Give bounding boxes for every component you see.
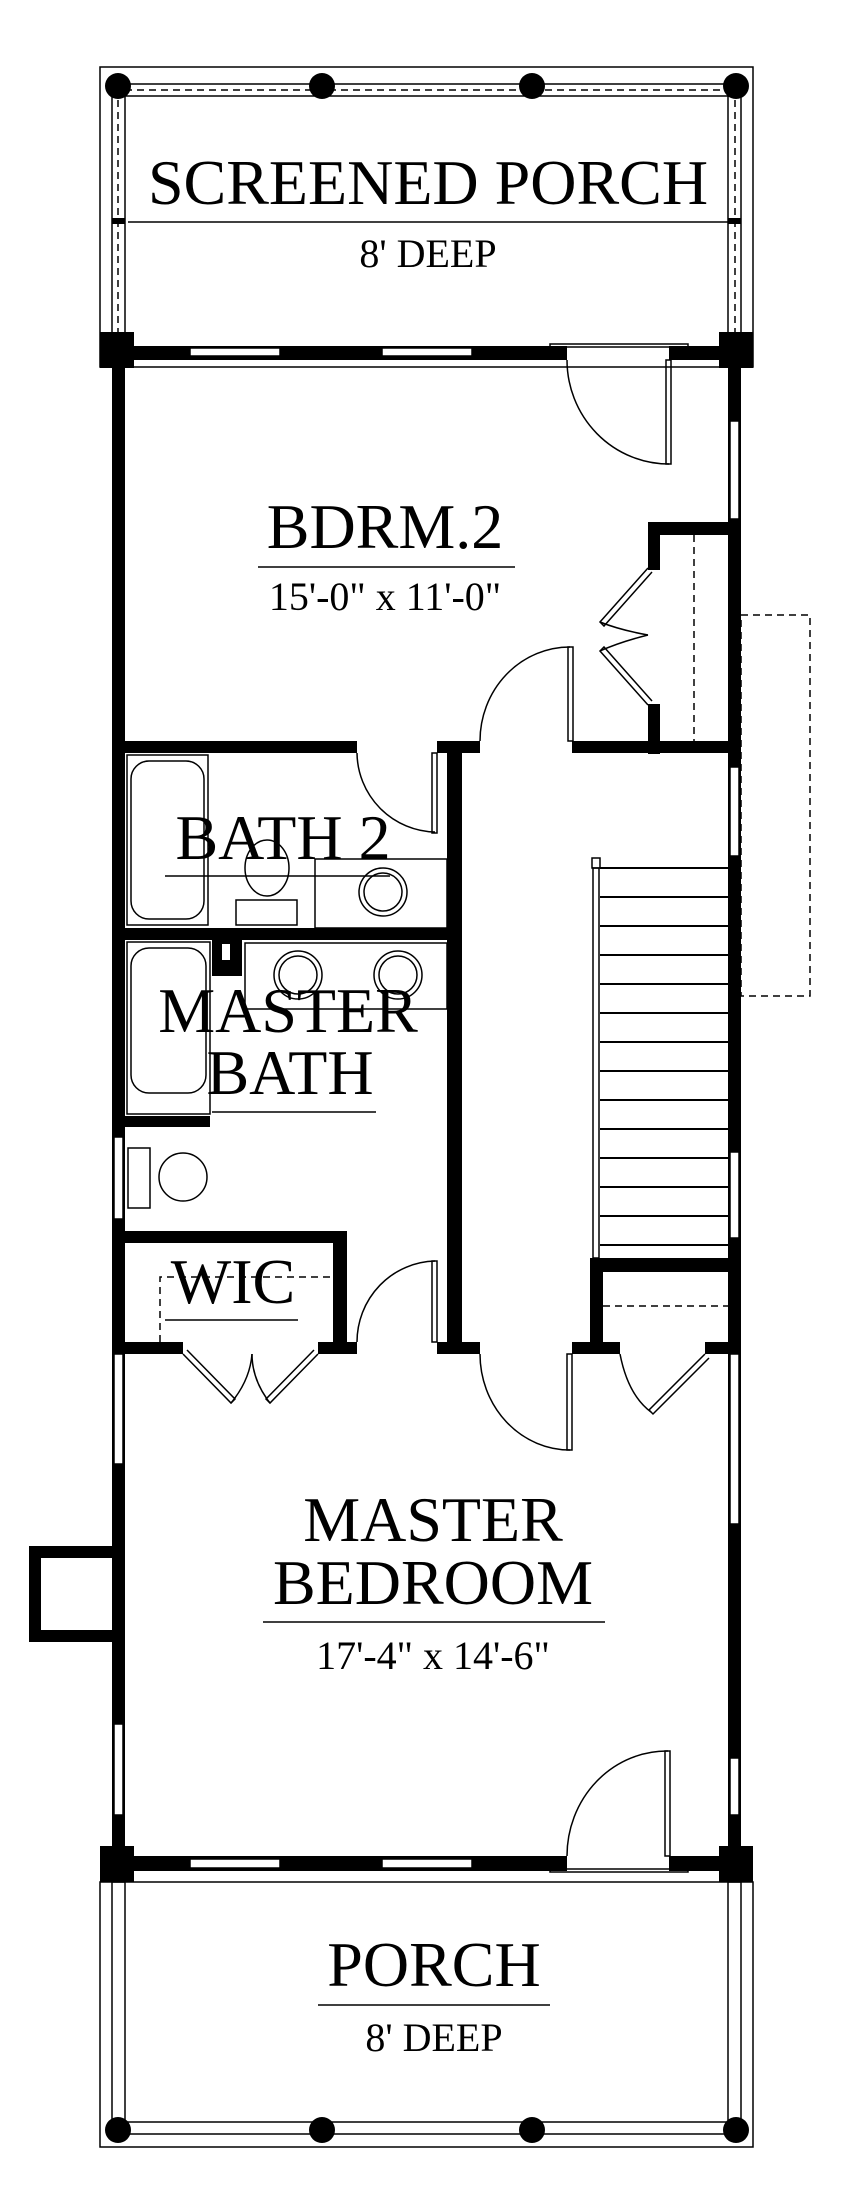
exterior-walls	[29, 332, 753, 1882]
master-bedroom: MASTER BEDROOM 17'-4" x 14'-6"	[263, 1484, 671, 1857]
master-vanity	[244, 942, 448, 1010]
master-toilet-icon	[127, 1147, 151, 1209]
stair-handrail	[592, 867, 600, 1259]
hall-door-top[interactable]	[479, 646, 574, 742]
porch-label: PORCH	[327, 1929, 540, 2000]
bedroom2-door[interactable]	[566, 359, 672, 465]
screened-porch-label: SCREENED PORCH	[148, 147, 708, 218]
wic: WIC	[159, 1246, 333, 1405]
interior-walls	[112, 741, 741, 1354]
master-bedroom-size: 17'-4" x 14'-6"	[316, 1633, 550, 1678]
bedroom2-label: BDRM.2	[267, 491, 504, 562]
porch: PORCH 8' DEEP	[99, 1881, 754, 2148]
staircase	[591, 857, 728, 1259]
bath2-door[interactable]	[356, 752, 438, 834]
bath2-toilet-icon	[244, 839, 290, 897]
bath2-vanity	[314, 858, 448, 929]
dashed-outline	[740, 614, 811, 997]
porch-size: 8' DEEP	[365, 2015, 502, 2060]
master-bath-label-2: BATH	[206, 1037, 373, 1108]
master-bedroom-label-1: MASTER	[303, 1484, 563, 1555]
screened-porch: SCREENED PORCH 8' DEEP	[99, 66, 754, 368]
bath2-tub-basin	[130, 760, 205, 920]
master-bedroom-exterior-door[interactable]	[566, 1750, 671, 1857]
bedroom2-size: 15'-0" x 11'-0"	[269, 574, 501, 619]
master-sink-icon	[273, 950, 323, 1000]
wic-bifold-door[interactable]	[182, 1349, 319, 1405]
stair-closet-door[interactable]	[619, 1353, 710, 1416]
stair-newel-post	[591, 857, 601, 869]
hall-door-bottom[interactable]	[479, 1353, 573, 1451]
master-bath-door[interactable]	[356, 1260, 438, 1343]
bath-2: BATH 2	[126, 752, 448, 929]
master-bath: MASTER BATH	[126, 940, 448, 1343]
master-bedroom-label-2: BEDROOM	[273, 1547, 593, 1618]
bedroom-2: BDRM.2 15'-0" x 11'-0"	[258, 359, 741, 754]
closet-bifold-door[interactable]	[598, 567, 653, 706]
master-sink-icon	[373, 950, 423, 1000]
master-tub	[126, 941, 211, 1115]
wic-label: WIC	[171, 1246, 295, 1317]
porch-columns	[105, 73, 749, 99]
stair-closet	[603, 1305, 728, 1416]
bath2-sink-icon	[358, 867, 408, 917]
porch-columns	[105, 2117, 749, 2143]
screened-porch-size: 8' DEEP	[359, 231, 496, 276]
master-bath-label-1: MASTER	[158, 975, 418, 1046]
bath2-tub	[126, 754, 209, 926]
bath2-label: BATH 2	[175, 802, 390, 873]
